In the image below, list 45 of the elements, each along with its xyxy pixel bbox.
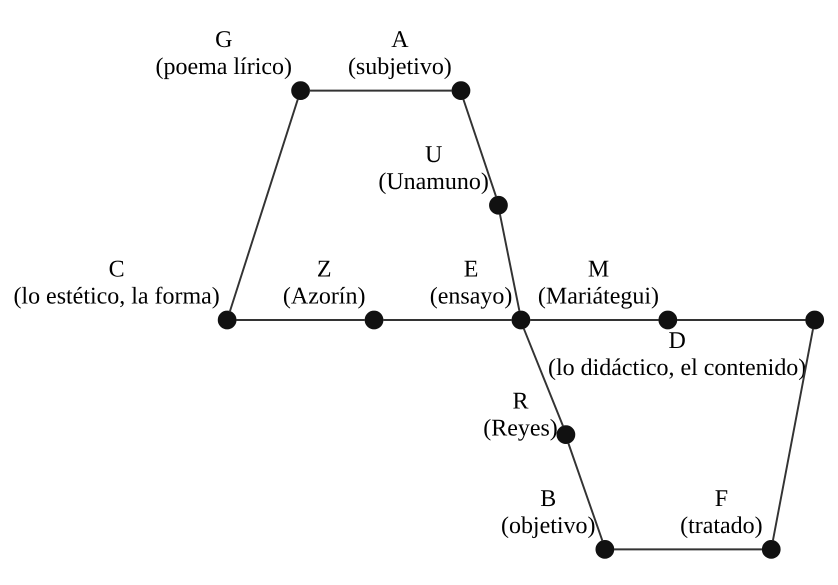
connector [614,548,762,550]
node-label: (Azorín) [282,283,366,310]
connector [677,318,806,320]
connector [772,328,814,540]
connector [236,318,365,320]
node-label: R [512,388,529,414]
node-label: U [424,141,442,168]
node-label: (lo estético, la forma) [13,283,220,310]
connector [522,328,564,426]
node-circle [595,539,614,558]
node-label: (ensayo) [430,283,512,310]
node-circle [556,424,576,444]
node-label: Z [316,256,332,282]
node-label: C [108,256,125,282]
node-circle [452,80,470,100]
node-label: (tratado) [680,512,763,538]
node-circle [762,539,781,558]
node-circle [291,80,310,100]
node-circle [218,310,237,329]
node-label: D [668,327,686,354]
connector [498,213,520,311]
node-label: M [588,256,610,282]
node-label: F [714,485,728,512]
node-label: A [391,26,409,53]
node-label: (subjetivo) [348,54,452,80]
node-circle [489,195,508,214]
connector [462,98,498,197]
node-circle [364,310,384,329]
node-label: G [215,26,232,53]
connector [568,442,604,541]
connector [383,318,512,320]
node-label: B [540,485,556,512]
connector [530,318,659,320]
node-circle [658,310,678,329]
node-label: (objetivo) [501,512,596,538]
node-label: (poema lírico) [156,54,292,80]
connector [309,89,452,92]
node-circle [512,310,530,329]
connector [228,98,299,312]
node-label: (Reyes) [483,415,558,442]
node-label: (Unamuno) [378,168,489,194]
node-circle [805,310,824,329]
node-label: (Mariátegui) [538,283,660,310]
node-label: (lo didáctico, el contenido) [548,354,806,380]
node-label: E [464,256,478,282]
